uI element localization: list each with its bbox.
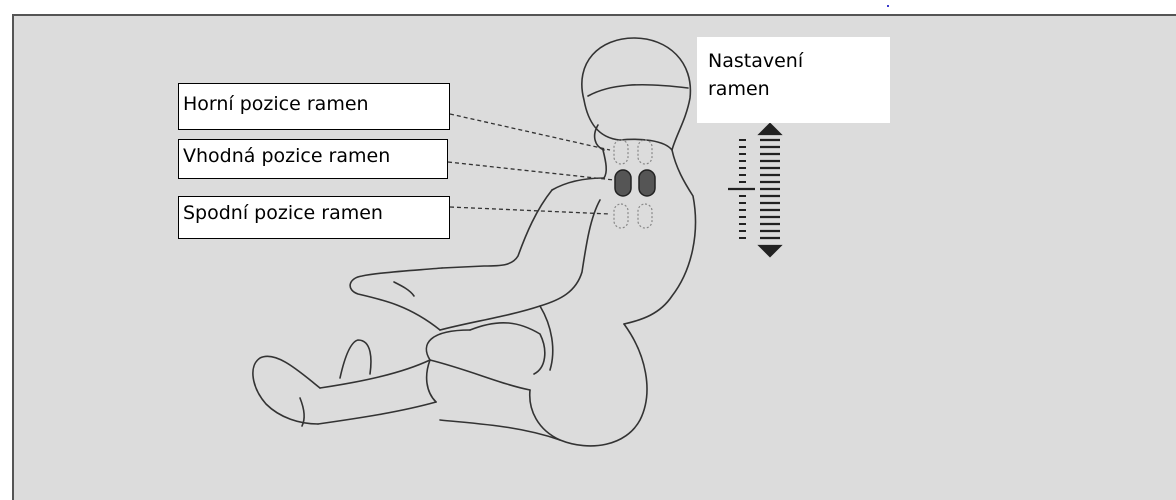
thigh-top bbox=[470, 323, 545, 374]
hand bbox=[350, 268, 442, 330]
roller-lower-right bbox=[638, 204, 652, 228]
knee bbox=[426, 330, 470, 360]
arm-lower bbox=[440, 200, 600, 330]
leader-line-upper bbox=[450, 114, 610, 150]
roller-lower-left bbox=[614, 204, 628, 228]
shoulder bbox=[552, 178, 604, 190]
shin-top bbox=[320, 360, 430, 388]
roller-suitable-right bbox=[639, 170, 655, 196]
arrow-up-icon bbox=[760, 124, 780, 134]
label-upper-shoulder-position: Horní pozice ramen bbox=[178, 83, 450, 130]
seat-outline bbox=[440, 420, 560, 440]
back-outline bbox=[624, 150, 695, 324]
arm-upper bbox=[442, 190, 552, 268]
title-line-2: ramen bbox=[708, 76, 890, 104]
foot-2 bbox=[340, 340, 371, 378]
hand-fold bbox=[394, 282, 414, 296]
shoulder-adjustment-title: Nastavení ramen bbox=[697, 37, 890, 123]
adjustment-scale bbox=[760, 124, 780, 256]
head-outline bbox=[582, 38, 691, 150]
knee-front bbox=[427, 360, 436, 402]
foot-1 bbox=[253, 356, 320, 424]
leader-line-lower bbox=[450, 207, 610, 214]
roller-suitable-left bbox=[615, 170, 631, 196]
neck bbox=[603, 150, 606, 178]
title-line-1: Nastavení bbox=[708, 48, 890, 76]
buttock bbox=[530, 324, 647, 446]
scale-position-marks bbox=[728, 140, 755, 238]
hair-line bbox=[588, 85, 688, 96]
leader-line-suitable bbox=[448, 162, 614, 180]
thigh-bottom bbox=[430, 360, 530, 390]
label-lower-shoulder-position: Spodní pozice ramen bbox=[178, 196, 450, 239]
roller-upper-left bbox=[614, 140, 628, 164]
roller-upper-right bbox=[638, 140, 652, 164]
shin-bottom bbox=[318, 402, 436, 424]
arrow-down-icon bbox=[760, 246, 780, 256]
label-suitable-shoulder-position: Vhodná pozice ramen bbox=[178, 139, 448, 179]
